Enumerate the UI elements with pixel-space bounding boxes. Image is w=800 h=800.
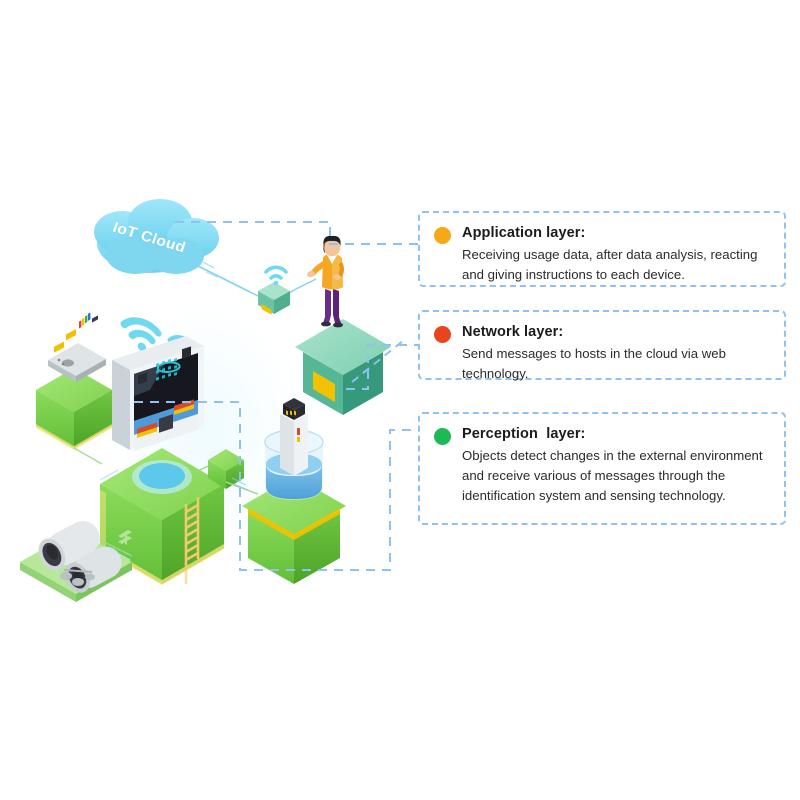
- application-layer-dot: [434, 227, 451, 244]
- perception-layer-title: Perception layer:: [462, 426, 586, 442]
- network-layer-title: Network layer:: [462, 324, 564, 340]
- legend-item-application[interactable]: Application layer: Receiving usage data,…: [418, 211, 786, 287]
- green-links: [73, 447, 133, 557]
- perception-layer-text: Perception layer: Objects detect changes…: [462, 425, 768, 506]
- gateway-router: [258, 265, 290, 315]
- network-layer-body: Send messages to hosts in the cloud via …: [462, 345, 726, 381]
- wifi-icon-large: [120, 317, 162, 352]
- perception-layer-body: Objects detect changes in the external e…: [462, 447, 763, 503]
- application-pedestal: [295, 319, 391, 415]
- connector-stub: [351, 339, 405, 383]
- application-layer-title: Application layer:: [462, 225, 586, 241]
- network-layer-text: Network layer: Send messages to hosts in…: [462, 323, 768, 384]
- appliance-pair: [20, 521, 132, 602]
- legend-item-network[interactable]: Network layer: Send messages to hosts in…: [418, 310, 786, 381]
- application-layer-body: Receiving usage data, after data analysi…: [462, 246, 758, 282]
- application-layer-text: Application layer: Receiving usage data,…: [462, 224, 768, 285]
- legend-item-perception[interactable]: Perception layer: Objects detect changes…: [418, 412, 786, 525]
- circuit-board-node: [36, 312, 112, 450]
- faint-links: [99, 469, 131, 561]
- perception-layer-dot: [434, 428, 451, 445]
- network-layer-dot: [434, 326, 451, 343]
- data-beam: [195, 261, 317, 304]
